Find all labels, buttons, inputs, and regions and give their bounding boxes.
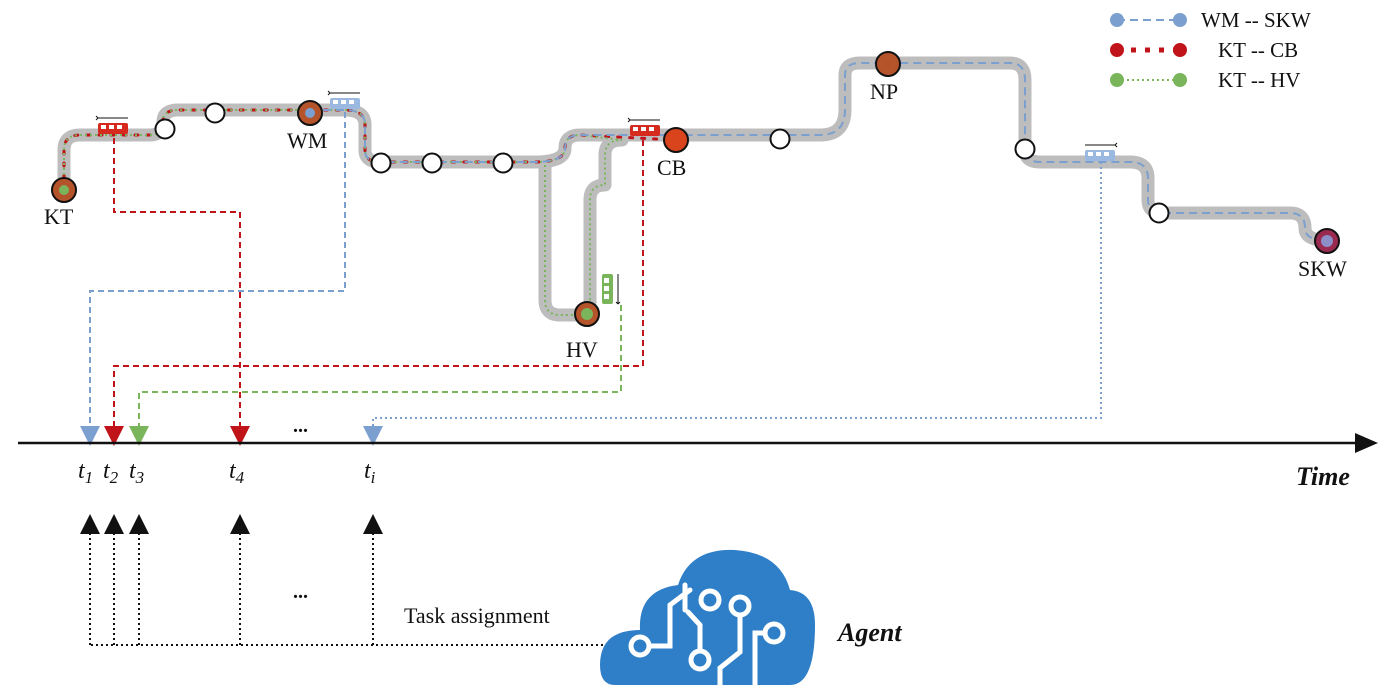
task-ellipsis: ... [293,581,308,603]
station-label-wm: WM [287,128,327,153]
stop-circle [492,152,514,174]
tram-icon-red-1 [95,115,128,134]
legend-item-kt-hv: KT -- HV [1110,68,1300,92]
station-label-np: NP [870,79,898,104]
station-wm: WM [287,100,327,153]
dispatch-line-t4 [113,138,250,446]
dispatch-line-ti [363,162,1102,446]
tram-icon-green [602,274,621,305]
dispatch-line-t2 [104,140,644,446]
tick-label-t3: t3 [129,458,144,487]
stop-circle [154,118,176,140]
intermediate-stops [154,102,1170,224]
station-label-kt: KT [44,204,74,229]
stop-circle [421,152,443,174]
stop-circle [204,102,226,124]
tram-icon-red-2 [627,117,660,136]
legend-item-kt-cb: KT -- CB [1110,38,1298,62]
stop-circle [1014,138,1036,160]
stop-circle [1148,202,1170,224]
tick-label-ti: ti [364,458,376,487]
tram-icon-blue-2 [1085,142,1118,161]
timeline-ellipsis: ... [293,415,308,437]
station-label-cb: CB [657,155,686,180]
agent-cloud-icon [600,549,815,688]
station-label-skw: SKW [1298,256,1347,281]
tick-label-t1: t1 [78,458,93,487]
legend-label-kt-hv: KT -- HV [1218,68,1300,92]
tram-icon-blue-1 [327,90,360,109]
stop-circle [370,152,392,174]
legend-label-wm-skw: WM -- SKW [1201,8,1311,32]
dispatch-line-t1 [80,112,346,446]
legend-item-wm-skw: WM -- SKW [1110,8,1311,32]
tick-label-t2: t2 [103,458,119,487]
time-axis-title: Time [1296,462,1350,491]
station-label-hv: HV [566,337,598,362]
tick-labels: t1 t2 t3 t4 ti [78,458,376,487]
tick-label-t4: t4 [229,458,245,487]
station-cb: CB [657,127,689,180]
agent-label: Agent [836,618,902,647]
dispatch-line-t3 [129,305,622,446]
dispatch-lines [80,112,1102,446]
station-kt: KT [44,177,77,229]
station-hv: HV [566,301,600,362]
station-skw: SKW [1298,228,1347,281]
task-assignment-lines [80,514,603,646]
legend-label-kt-cb: KT -- CB [1218,38,1298,62]
time-axis: Time ... [18,415,1378,491]
stop-circle [769,128,791,150]
station-np: NP [870,51,901,104]
task-assignment-label: Task assignment [404,603,550,628]
rail-track [57,56,1332,322]
legend: WM -- SKW KT -- CB KT -- HV [1110,8,1311,92]
route-kt-hv [63,109,623,316]
